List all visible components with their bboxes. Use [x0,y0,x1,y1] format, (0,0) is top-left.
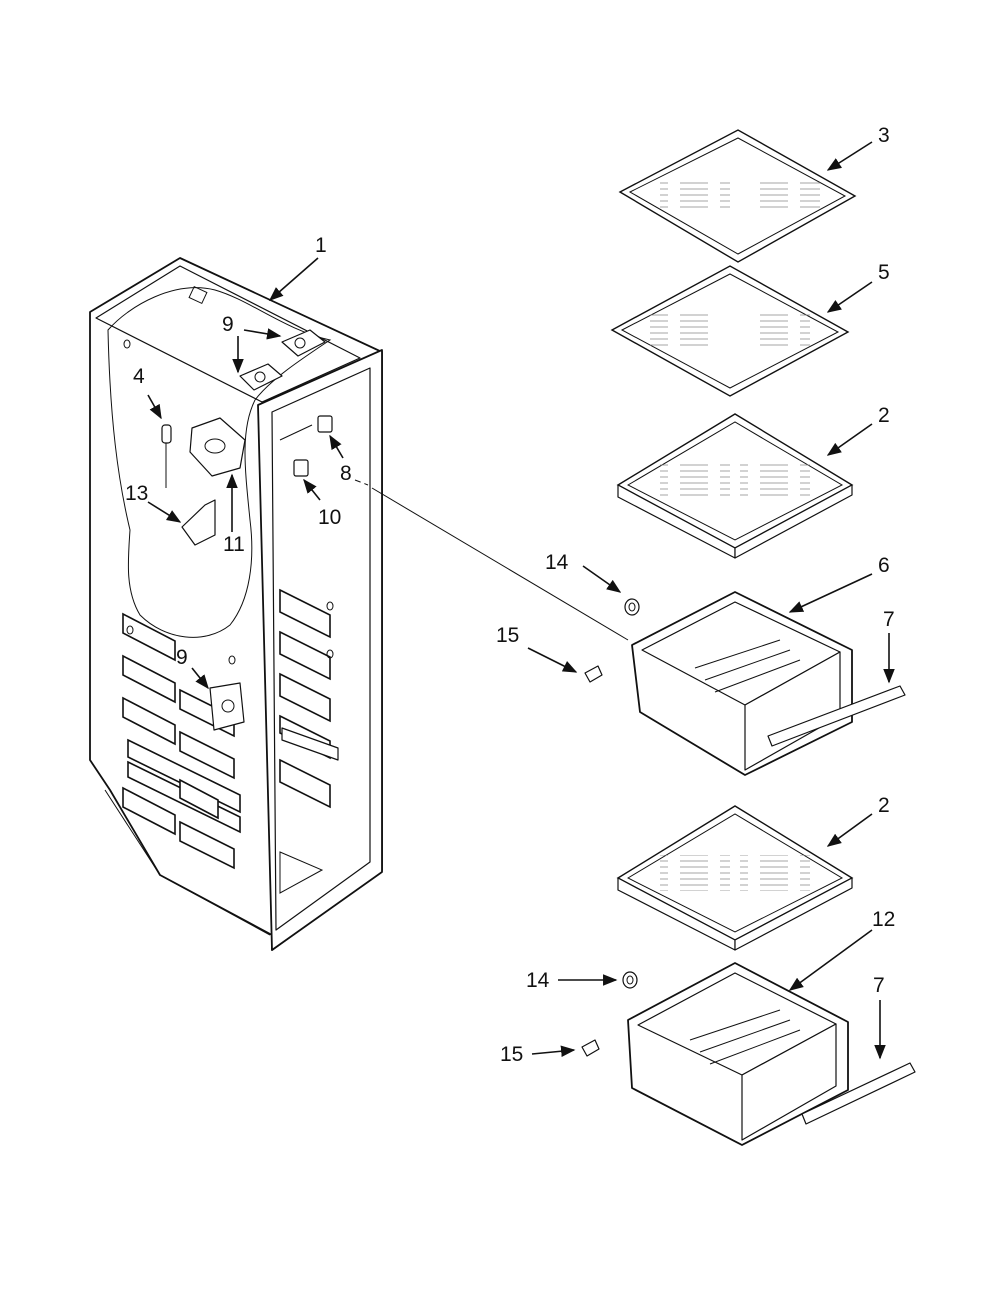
callout-15-lower: 15 [500,1043,523,1066]
light-housing [189,417,246,477]
crisper-cover-lower [616,805,854,951]
callout-3: 3 [878,124,890,147]
drawer-rail-lower [801,1062,916,1125]
callout-11: 11 [223,533,245,556]
glass-shelf-5 [610,265,850,397]
screw-15-upper [584,665,603,683]
hinge-clip-10 [293,459,309,477]
callout-12: 12 [872,908,895,931]
crisper-drawer-lower [627,962,849,1146]
screw-15-lower [581,1039,600,1057]
glass-shelf-3 [618,129,857,263]
hinge-clip-8 [317,415,333,433]
callout-2-upper: 2 [878,404,890,427]
damper-control-bottom [209,682,245,731]
liner-panels-left [122,612,241,870]
callout-9-bottom: 9 [176,646,188,669]
callout-6: 6 [878,554,890,577]
callout-5: 5 [878,261,890,284]
thermistor [161,424,172,488]
callout-7-upper: 7 [883,608,895,631]
light-cover [181,499,216,546]
callout-4: 4 [133,365,145,388]
callout-14-lower: 14 [526,969,550,992]
callout-2-lower: 2 [878,794,890,817]
liner-panels-right [279,588,339,809]
callout-arrows [147,141,895,1060]
callout-8: 8 [340,462,352,485]
callout-13: 13 [125,482,148,505]
damper-control-top [239,329,326,391]
callout-9-top: 9 [222,313,234,336]
callout-labels: 1 3 5 2 6 7 2 12 7 14 15 14 15 4 13 11 9… [125,124,895,1066]
crisper-drawer-upper [631,591,853,776]
drawer-rail-upper [767,685,906,747]
callout-7-lower: 7 [873,974,885,997]
roller-14-lower [622,971,638,989]
roller-14-upper [624,598,640,616]
leader-liner-to-crisper [371,487,629,641]
callout-10: 10 [318,506,341,529]
callout-14-upper: 14 [545,551,569,574]
callout-15-upper: 15 [496,624,519,647]
callout-1: 1 [315,234,327,257]
crisper-cover-upper [616,413,854,559]
liner-cabinet [89,257,383,951]
